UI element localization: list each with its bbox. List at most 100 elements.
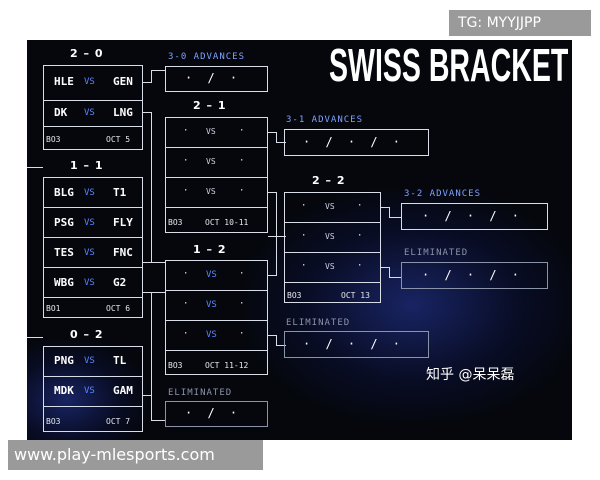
vs-label: VS — [84, 386, 95, 396]
header-2-2: 2 – 2 — [312, 174, 346, 187]
connector — [381, 267, 389, 268]
eliminated-label-2-3: ELIMINATED — [404, 248, 469, 258]
team-slot: · — [239, 156, 245, 166]
team-slot: · — [183, 329, 189, 339]
watermark-zhihu: 知乎 @呆呆磊 — [426, 367, 515, 383]
vs-label: VS — [84, 278, 95, 288]
team-slot: · — [183, 186, 189, 196]
match-date: OCT 6 — [106, 304, 131, 313]
bracket-title: SWISS BRACKET — [329, 40, 569, 91]
connector — [389, 277, 401, 278]
advances-slots: · / · / · — [303, 135, 405, 149]
advances-box-3-2 — [401, 203, 548, 230]
team-slot: · — [239, 269, 245, 279]
group-1-2-box — [165, 260, 268, 375]
header-2-1: 2 – 1 — [193, 99, 227, 112]
match-date: OCT 11-12 — [205, 361, 249, 370]
team-slot: · — [357, 261, 363, 271]
connector — [276, 192, 277, 236]
eliminated-slots: · / · — [185, 406, 242, 420]
divider — [284, 252, 381, 253]
eliminated-box-2-3 — [401, 262, 548, 289]
vs-label: VS — [325, 232, 335, 241]
team-slot: · — [183, 156, 189, 166]
eliminated-box-1-3 — [284, 331, 429, 358]
eliminated-slots: · / · / · — [422, 268, 524, 282]
team-name: GEN — [113, 75, 133, 88]
vs-label: VS — [206, 300, 217, 310]
eliminated-label-0-3: ELIMINATED — [168, 388, 233, 398]
match-date: OCT 5 — [106, 135, 131, 144]
team-name: T1 — [113, 186, 127, 199]
team-slot: · — [183, 299, 189, 309]
connector — [27, 167, 43, 168]
watermark-tg: TG: MYYJJPP — [449, 10, 591, 36]
team-name: WBG — [54, 276, 74, 289]
header-1-1: 1 – 1 — [70, 159, 104, 172]
connector — [143, 112, 151, 113]
match-format: BO3 — [168, 361, 183, 370]
divider — [165, 147, 268, 148]
match-format: BO3 — [46, 135, 61, 144]
vs-label: VS — [325, 202, 335, 211]
divider — [43, 406, 143, 407]
connector — [143, 292, 165, 293]
vs-label: VS — [84, 77, 95, 87]
connector — [276, 132, 277, 142]
vs-label: VS — [84, 356, 95, 366]
vs-label: VS — [84, 218, 95, 228]
connector — [151, 70, 152, 83]
connector — [151, 292, 152, 420]
connector — [151, 420, 165, 421]
divider — [284, 222, 381, 223]
connector — [276, 236, 277, 276]
vs-label: VS — [206, 187, 216, 196]
team-name: BLG — [54, 186, 74, 199]
vs-label: VS — [206, 330, 217, 340]
connector — [389, 217, 401, 218]
advances-label-3-0: 3-0 ADVANCES — [168, 52, 246, 62]
connector — [143, 262, 165, 263]
divider — [43, 100, 143, 101]
divider — [284, 282, 381, 283]
eliminated-label-1-3: ELIMINATED — [286, 318, 351, 328]
divider — [165, 207, 268, 208]
eliminated-slots: · / · / · — [303, 337, 405, 351]
vs-label: VS — [206, 127, 216, 136]
group-2-1-box — [165, 117, 268, 233]
advances-label-3-2: 3-2 ADVANCES — [404, 189, 482, 199]
divider — [43, 237, 143, 238]
connector — [143, 395, 151, 396]
header-0-2: 0 – 2 — [70, 328, 104, 341]
divider — [165, 177, 268, 178]
divider — [43, 207, 143, 208]
connector — [276, 142, 286, 143]
team-slot: · — [239, 299, 245, 309]
vs-label: VS — [206, 270, 217, 280]
match-date: OCT 7 — [106, 417, 131, 426]
divider — [43, 126, 143, 127]
advances-slots: · / · — [185, 71, 242, 85]
team-slot: · — [183, 126, 189, 136]
team-slot: · — [357, 201, 363, 211]
team-name: PSG — [54, 216, 74, 229]
team-slot: · — [183, 269, 189, 279]
group-1-1-box — [43, 177, 143, 318]
connector — [381, 207, 389, 208]
match-date: OCT 13 — [341, 291, 370, 300]
background-glow-left — [27, 340, 147, 440]
background-glow — [247, 190, 572, 420]
vs-label: VS — [325, 262, 335, 271]
team-name: FNC — [113, 246, 133, 259]
connector — [389, 267, 390, 277]
divider — [165, 290, 268, 291]
vs-label: VS — [84, 248, 95, 258]
group-0-2-box — [43, 346, 143, 432]
team-slot: · — [239, 186, 245, 196]
vs-label: VS — [84, 188, 95, 198]
match-format: BO3 — [287, 291, 302, 300]
advances-label-3-1: 3-1 ADVANCES — [286, 115, 364, 125]
connector — [389, 207, 390, 217]
divider — [165, 320, 268, 321]
divider — [43, 267, 143, 268]
